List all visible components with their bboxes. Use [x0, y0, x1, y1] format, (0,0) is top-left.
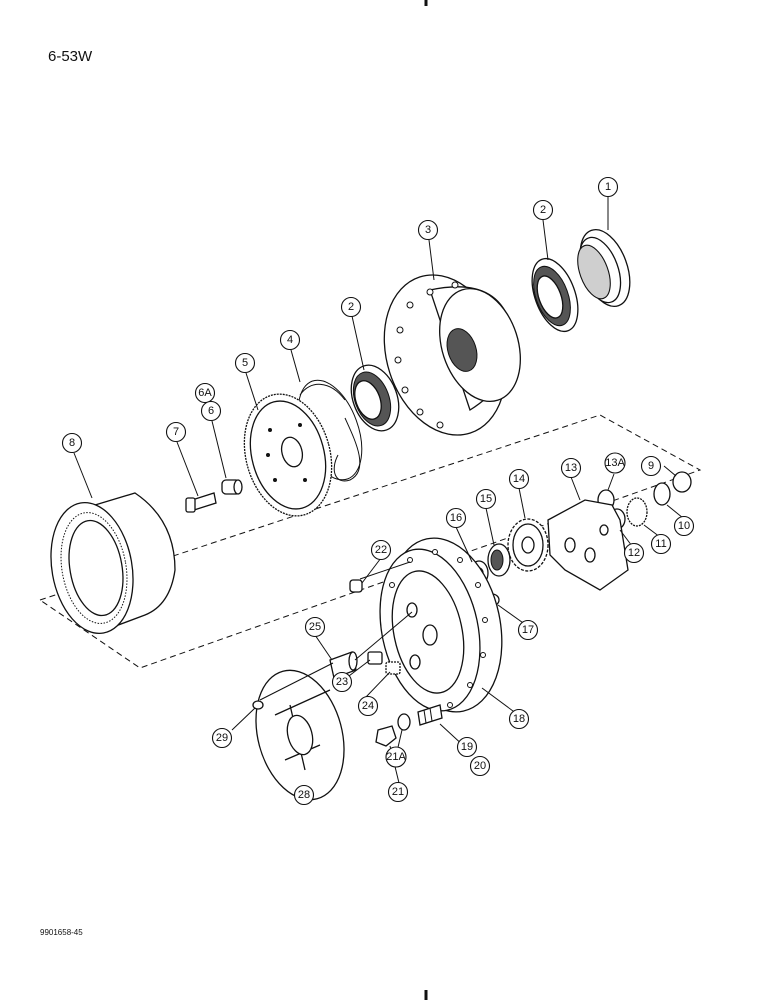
- callout-c21a: 21A: [385, 746, 407, 768]
- callout-c1: 1: [597, 176, 619, 198]
- svg-text:19: 19: [461, 741, 473, 753]
- svg-text:4: 4: [287, 334, 293, 346]
- subassembly-dashed-outline: [39, 414, 702, 669]
- callout-c24: 24: [357, 695, 379, 717]
- svg-text:29: 29: [216, 732, 228, 744]
- svg-text:7: 7: [173, 426, 179, 438]
- callout-c5: 5: [234, 352, 256, 374]
- svg-text:12: 12: [628, 547, 640, 559]
- svg-text:28: 28: [298, 789, 310, 801]
- svg-text:21A: 21A: [386, 751, 406, 763]
- leader-lines: [73, 197, 684, 803]
- callout-c8: 8: [61, 432, 83, 454]
- document-code: 9901658-45: [40, 928, 83, 937]
- svg-text:13: 13: [565, 462, 577, 474]
- callout-c15: 15: [475, 488, 497, 510]
- svg-text:2: 2: [348, 301, 354, 313]
- callout-c2b: 2: [340, 296, 362, 318]
- svg-text:20: 20: [474, 760, 486, 772]
- part-29-screw: [252, 700, 264, 710]
- svg-text:21: 21: [392, 786, 404, 798]
- callout-c6a: 6A: [194, 382, 216, 404]
- part-22-pin: [349, 579, 363, 593]
- part-10-washer: [653, 482, 671, 506]
- part-18-planet-carrier: [379, 537, 503, 713]
- svg-text:3: 3: [425, 224, 431, 236]
- callout-c19: 19: [456, 736, 478, 758]
- svg-text:10: 10: [678, 520, 690, 532]
- svg-text:1: 1: [605, 181, 611, 193]
- callout-c13: 13: [560, 457, 582, 479]
- part-25-dowel-pin: [329, 651, 358, 679]
- callout-c2a: 2: [532, 199, 554, 221]
- callout-c23: 23: [331, 671, 353, 693]
- part-1-bearing-cup: [577, 229, 631, 307]
- callout-c29: 29: [211, 727, 233, 749]
- callout-c16: 16: [445, 507, 467, 529]
- svg-text:6: 6: [208, 405, 214, 417]
- callout-c25: 25: [304, 616, 326, 638]
- callout-c4: 4: [279, 329, 301, 351]
- svg-text:8: 8: [69, 437, 75, 449]
- svg-text:18: 18: [513, 713, 525, 725]
- part-13-carrier-plate: [547, 499, 629, 591]
- part-6-spacer: [221, 479, 243, 495]
- svg-text:13A: 13A: [605, 457, 625, 469]
- callout-c20: 20: [469, 755, 491, 777]
- svg-text:11: 11: [655, 538, 666, 550]
- callout-c3: 3: [417, 219, 439, 241]
- part-7-bolt: [185, 492, 217, 513]
- callout-c22: 22: [370, 539, 392, 561]
- part-23-plug: [367, 651, 383, 665]
- callout-c10: 10: [673, 515, 695, 537]
- part-3-hub: [383, 274, 521, 436]
- callout-c7: 7: [165, 421, 187, 443]
- callout-c12: 12: [623, 542, 645, 564]
- part-24-plug: [385, 661, 401, 675]
- svg-text:2: 2: [540, 204, 546, 216]
- svg-text:5: 5: [242, 357, 248, 369]
- callout-c28: 28: [293, 784, 315, 806]
- callout-c6: 6: [200, 400, 222, 422]
- svg-text:23: 23: [336, 676, 348, 688]
- svg-text:22: 22: [375, 544, 387, 556]
- part-15-needle-bearing: [487, 543, 511, 577]
- callout-c18: 18: [508, 708, 530, 730]
- callout-c21: 21: [387, 781, 409, 803]
- svg-text:16: 16: [450, 512, 462, 524]
- part-9-washer: [672, 471, 692, 493]
- callout-c13a: 13A: [604, 452, 626, 474]
- svg-text:24: 24: [362, 700, 374, 712]
- part-11-pinion: [626, 497, 648, 527]
- part-2-bearing-cone-upper: [531, 257, 579, 333]
- callout-c11: 11: [650, 533, 672, 555]
- part-5-ring-gear: [243, 393, 333, 517]
- callout-c14: 14: [508, 468, 530, 490]
- svg-text:15: 15: [480, 493, 492, 505]
- svg-text:14: 14: [513, 473, 525, 485]
- part-21a-washer: [397, 713, 411, 731]
- svg-text:6A: 6A: [198, 387, 212, 399]
- svg-text:9: 9: [648, 460, 654, 472]
- svg-text:17: 17: [522, 624, 534, 636]
- part-19-20-stud: [417, 704, 443, 726]
- part-2-bearing-cone-lower: [350, 364, 400, 432]
- part-28-cover-plate: [255, 669, 345, 801]
- callout-c17: 17: [517, 619, 539, 641]
- svg-text:25: 25: [309, 621, 321, 633]
- page-title: 6-53W: [48, 48, 93, 65]
- part-14-planet-gear: [507, 518, 549, 572]
- part-4-snap-ring: [299, 383, 361, 482]
- part-8-internal-ring-gear: [50, 492, 176, 635]
- part-21-nut: [375, 725, 397, 747]
- callout-c9: 9: [640, 455, 662, 477]
